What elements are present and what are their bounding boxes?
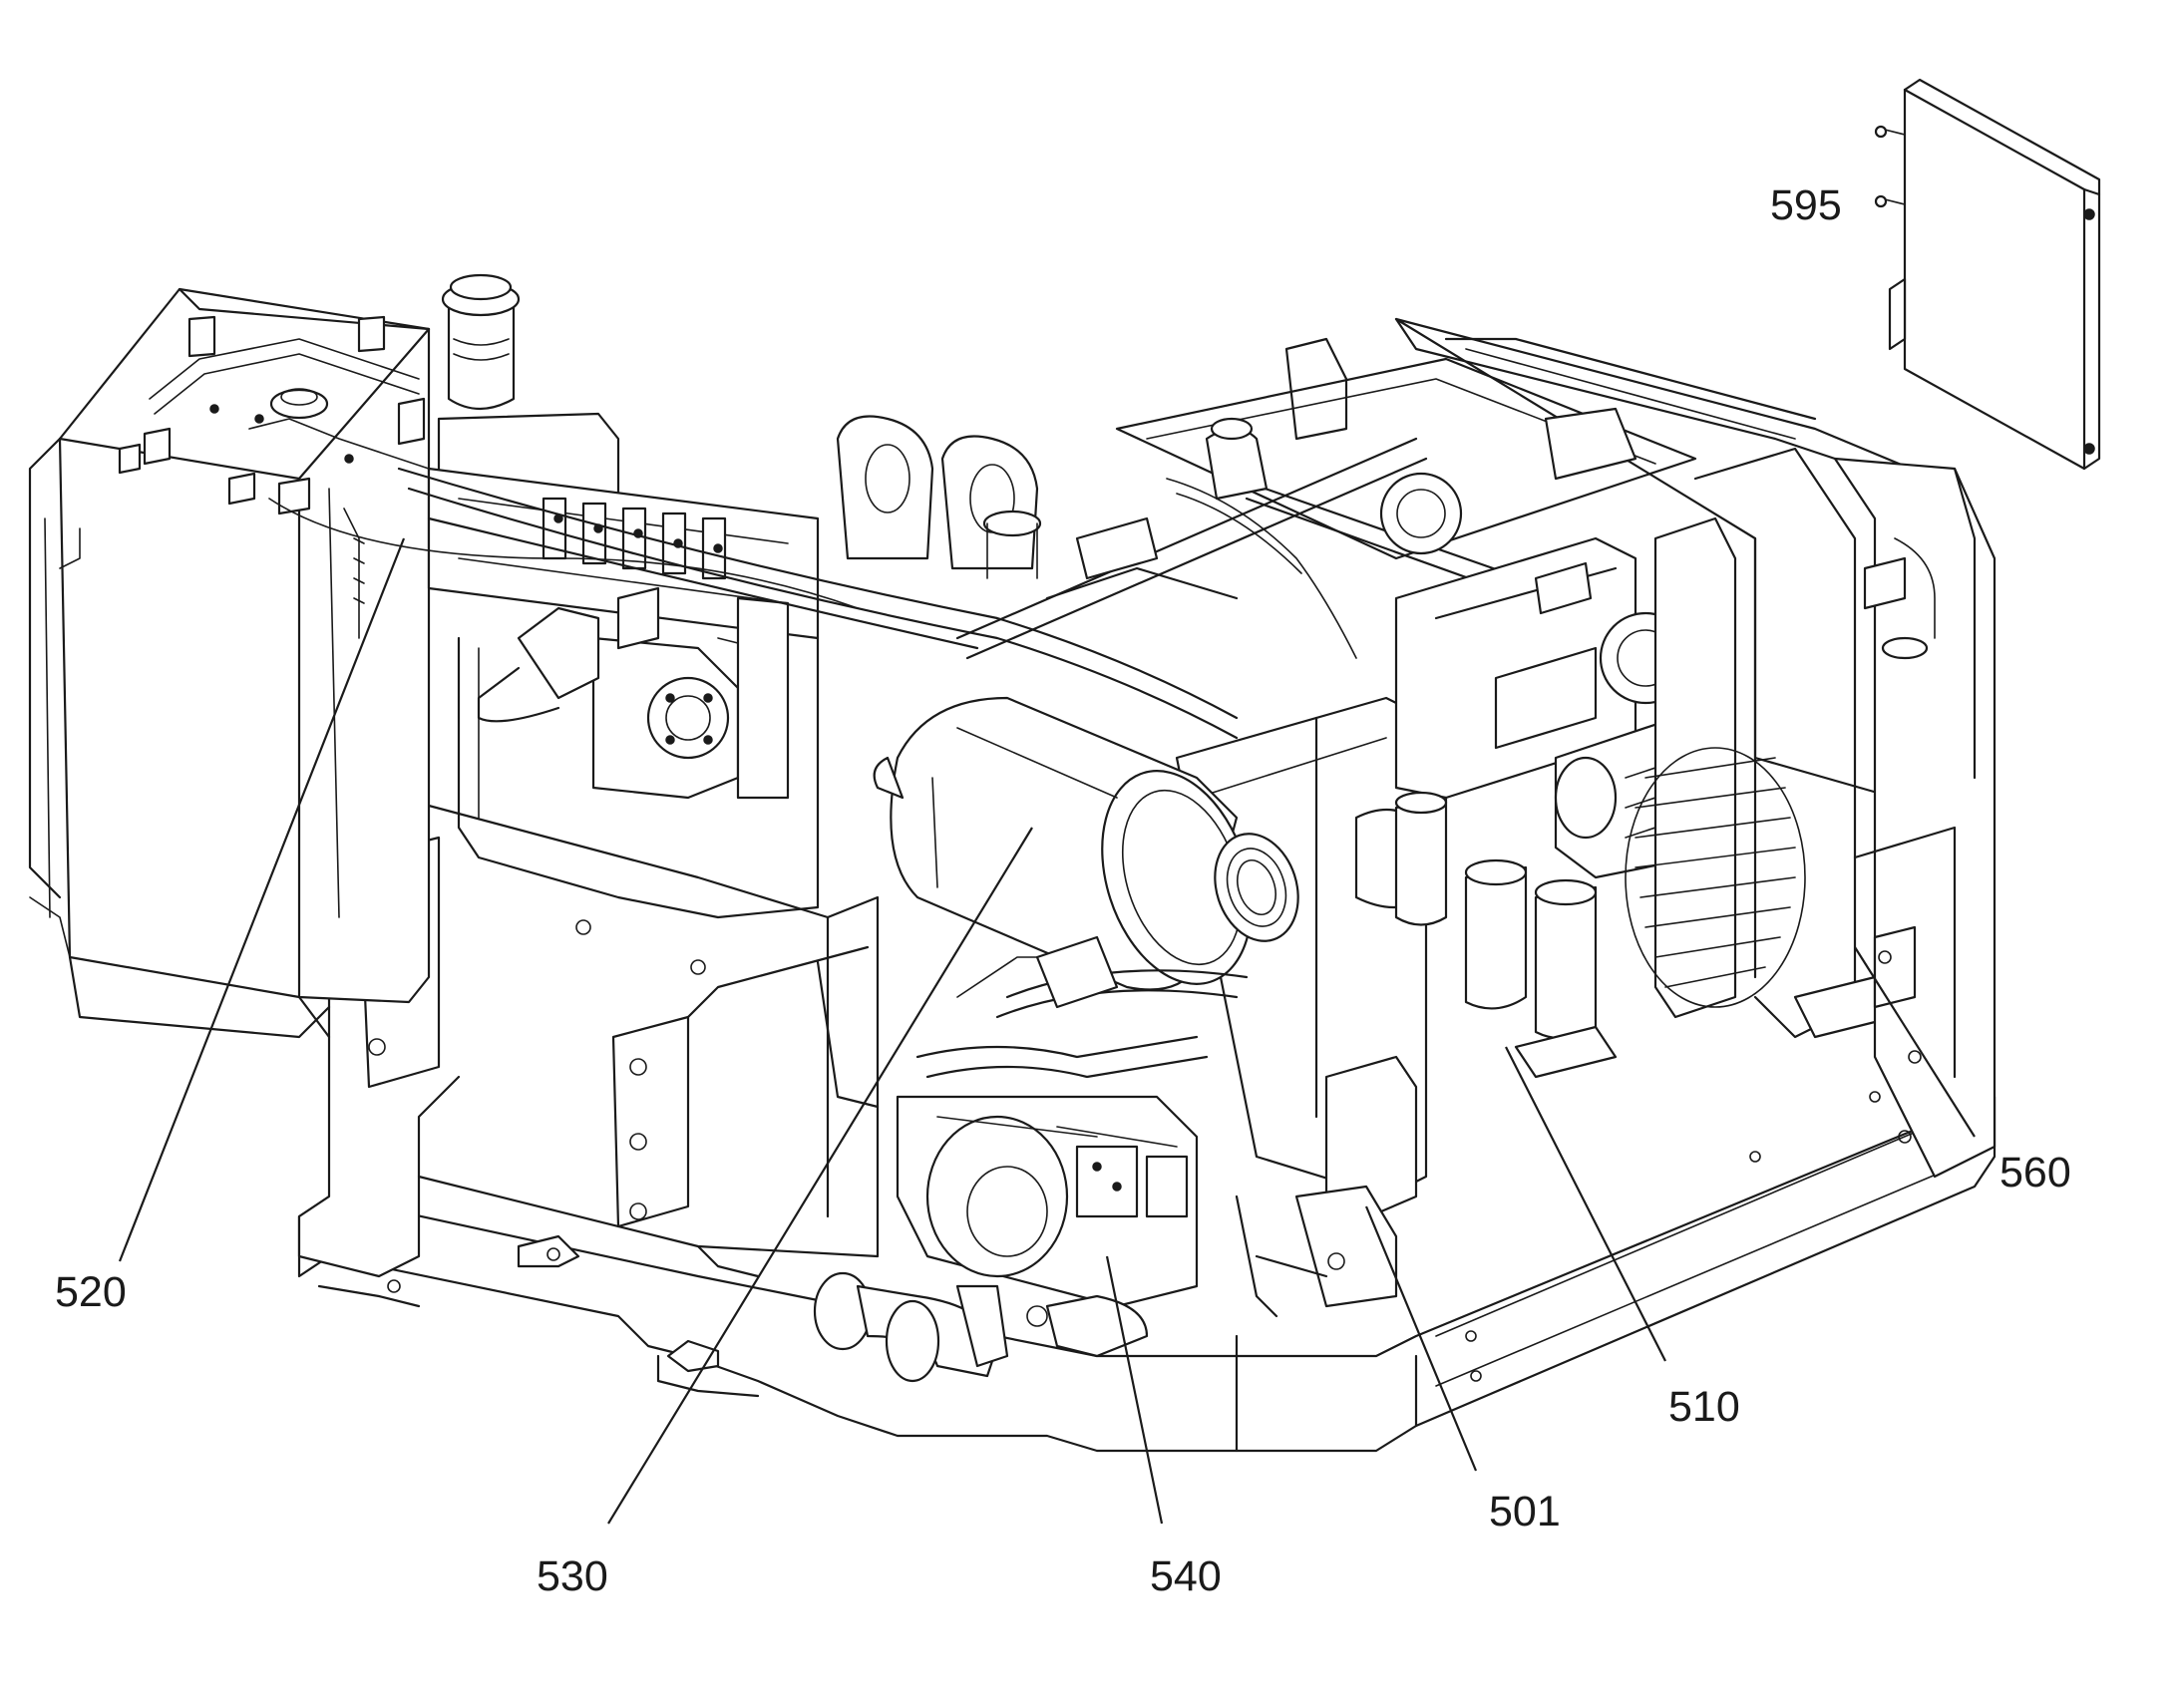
base-frame bbox=[297, 1091, 1997, 1453]
control-valve bbox=[427, 467, 820, 919]
leader-530 bbox=[607, 827, 1033, 1525]
control-unit-box bbox=[1874, 78, 2101, 471]
leader-540 bbox=[1105, 1255, 1164, 1525]
callout-595: 595 bbox=[1770, 181, 1842, 229]
callout-560: 560 bbox=[1999, 1149, 2071, 1196]
suction-elbow bbox=[813, 1271, 1149, 1383]
leader-560 bbox=[1854, 946, 1976, 1138]
leader-501 bbox=[1364, 1205, 1478, 1472]
hydraulic-tank bbox=[28, 287, 460, 1039]
leader-lines bbox=[118, 537, 1976, 1525]
callout-510: 510 bbox=[1668, 1383, 1740, 1431]
callout-501: 501 bbox=[1489, 1488, 1561, 1536]
callout-540: 540 bbox=[1150, 1552, 1222, 1600]
lifting-lugs bbox=[836, 415, 1042, 579]
main-hydraulic-pump bbox=[896, 935, 1249, 1308]
hydraulic-pump-left bbox=[477, 586, 790, 800]
callout-530: 530 bbox=[537, 1552, 608, 1600]
rubber-mount-block-center bbox=[611, 1015, 690, 1228]
callout-520: 520 bbox=[55, 1268, 127, 1316]
leader-510 bbox=[1505, 1046, 1666, 1362]
hydraulic-hoses bbox=[268, 467, 1357, 740]
right-bulkhead bbox=[1833, 457, 1997, 1179]
fuel-filters bbox=[1394, 791, 1618, 1079]
engine-mount-bracket bbox=[1235, 1055, 1418, 1318]
leader-520 bbox=[118, 537, 406, 1262]
